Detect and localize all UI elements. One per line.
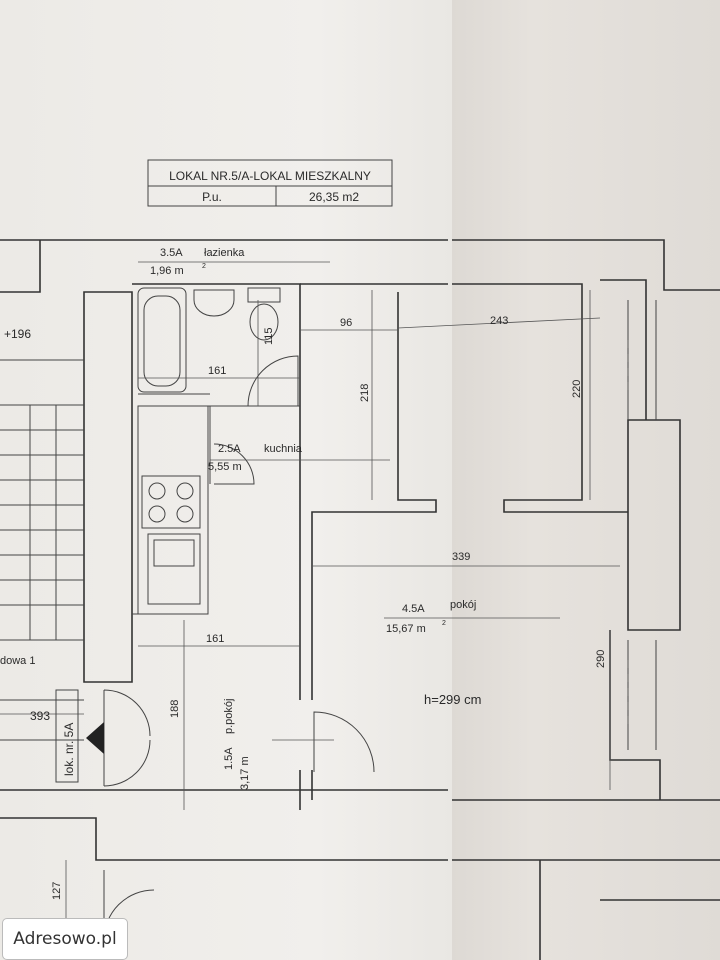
title-block-heading: LOKAL NR.5/A-LOKAL MIESZKALNY (169, 169, 371, 183)
svg-text:1,96 m: 1,96 m (150, 265, 184, 277)
room-door-swing (313, 711, 375, 773)
bathroom-door-swing (247, 355, 299, 407)
title-block: LOKAL NR.5/A-LOKAL MIESZKALNY P.u. 26,35… (147, 159, 393, 207)
sink-icon (193, 289, 235, 317)
dim-393: 393 (30, 709, 50, 723)
annotations: h=299 cm +196 lok. nr. 5A dowa 1 (0, 327, 481, 783)
room-label-bathroom: 3.5A łazienka 1,96 m 2 (150, 247, 245, 277)
toilet-icon (247, 287, 281, 303)
title-block-pu-value: 26,35 m2 (309, 190, 359, 204)
svg-text:kuchnia: kuchnia (264, 443, 303, 455)
dim-220: 220 (571, 380, 583, 398)
dim-127: 127 (51, 882, 63, 900)
stove-icon (141, 475, 201, 529)
kitchen-sink-icon (147, 533, 201, 605)
svg-text:pokój: pokój (450, 599, 476, 611)
dim-115: 115 (263, 327, 275, 345)
dimension-labels: 96 243 115 161 218 220 339 161 188 290 3… (30, 315, 607, 900)
svg-text:5,55 m: 5,55 m (208, 461, 242, 473)
dimension-lines (0, 261, 620, 960)
staircase (0, 359, 84, 741)
dim-96: 96 (340, 317, 352, 329)
svg-text:3.5A: 3.5A (160, 247, 183, 259)
neighbor-label: dowa 1 (0, 655, 35, 667)
watermark-logo[interactable]: Adresowo.pl (2, 918, 128, 960)
unit-label: lok. nr. 5A (62, 723, 76, 776)
bathtub-icon (137, 287, 187, 393)
svg-text:3,17 m: 3,17 m (239, 756, 251, 790)
level-mark: +196 (4, 327, 31, 341)
room-label-main-room: 4.5A pokój 15,67 m 2 (386, 599, 476, 635)
svg-text:2: 2 (442, 620, 446, 627)
room-label-small-room: 1.5A p.pokój 3,17 m (223, 699, 251, 790)
svg-text:łazienka: łazienka (204, 247, 245, 259)
entrance-door-swing (103, 689, 151, 787)
dim-243: 243 (490, 315, 508, 327)
svg-text:p.pokój: p.pokój (223, 699, 235, 734)
dim-290: 290 (595, 650, 607, 668)
svg-text:1.5A: 1.5A (223, 747, 235, 770)
kitchen-fixtures (132, 405, 209, 615)
dim-188: 188 (169, 700, 181, 718)
svg-text:4.5A: 4.5A (402, 603, 425, 615)
ceiling-height: h=299 cm (424, 692, 481, 707)
svg-text:2: 2 (202, 263, 206, 270)
dim-218: 218 (359, 384, 371, 402)
svg-text:2.5A: 2.5A (218, 443, 241, 455)
kitchen-door-swing (213, 443, 255, 485)
walls (0, 239, 720, 960)
svg-text:15,67 m: 15,67 m (386, 623, 426, 635)
title-block-pu-label: P.u. (202, 190, 222, 204)
dim-161-bottom: 161 (206, 633, 224, 645)
windows (627, 300, 657, 750)
entrance-arrow-icon (86, 722, 104, 754)
bathroom-fixtures (137, 287, 300, 484)
dim-161-top: 161 (208, 365, 226, 377)
room-label-kitchen: 2.5A kuchnia 5,55 m (208, 443, 303, 473)
dim-339: 339 (452, 551, 470, 563)
